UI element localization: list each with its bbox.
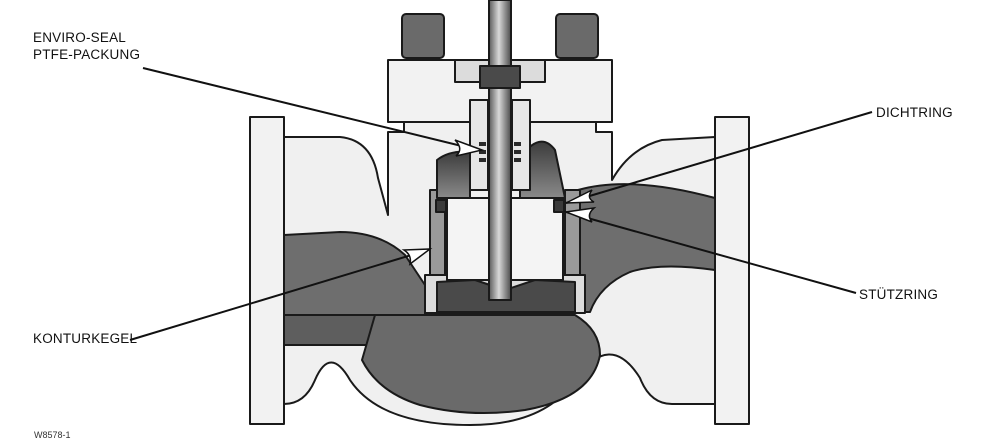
right-flange <box>714 116 750 425</box>
packing-follower <box>479 65 521 89</box>
packing-label-line1: ENVIRO-SEAL <box>33 30 126 45</box>
seal-ring-label: DICHTRING <box>876 105 953 120</box>
arrowheads <box>401 139 597 266</box>
contoured-plug-label: KONTURKEGEL <box>33 331 138 346</box>
leader-lines <box>129 67 873 341</box>
backup-ring-leader <box>565 211 857 294</box>
figure-id: W8578-1 <box>34 430 71 440</box>
backup-ring-label: STÜTZRING <box>859 287 939 302</box>
right-stud-nut <box>555 13 599 59</box>
left-stud-nut <box>401 13 445 59</box>
bottom-passage <box>361 314 601 415</box>
packing-rings <box>479 142 521 162</box>
plug-leader <box>129 249 429 341</box>
backup-ring-arrow <box>563 206 597 223</box>
packing-leader <box>142 67 479 151</box>
valve-plug <box>436 150 471 199</box>
valve-body <box>249 0 750 426</box>
seal-ring-left <box>435 199 447 213</box>
seal-ring-arrow <box>565 189 595 204</box>
packing-label-line2: PTFE-PACKUNG <box>33 47 141 62</box>
valve-stem <box>488 0 512 301</box>
outlet-passage <box>577 183 716 313</box>
plug-arrow <box>401 248 433 266</box>
left-flange <box>249 116 285 425</box>
seal-ring-leader <box>565 111 873 204</box>
packing-arrow <box>454 139 485 157</box>
seal-ring-right <box>553 199 565 213</box>
